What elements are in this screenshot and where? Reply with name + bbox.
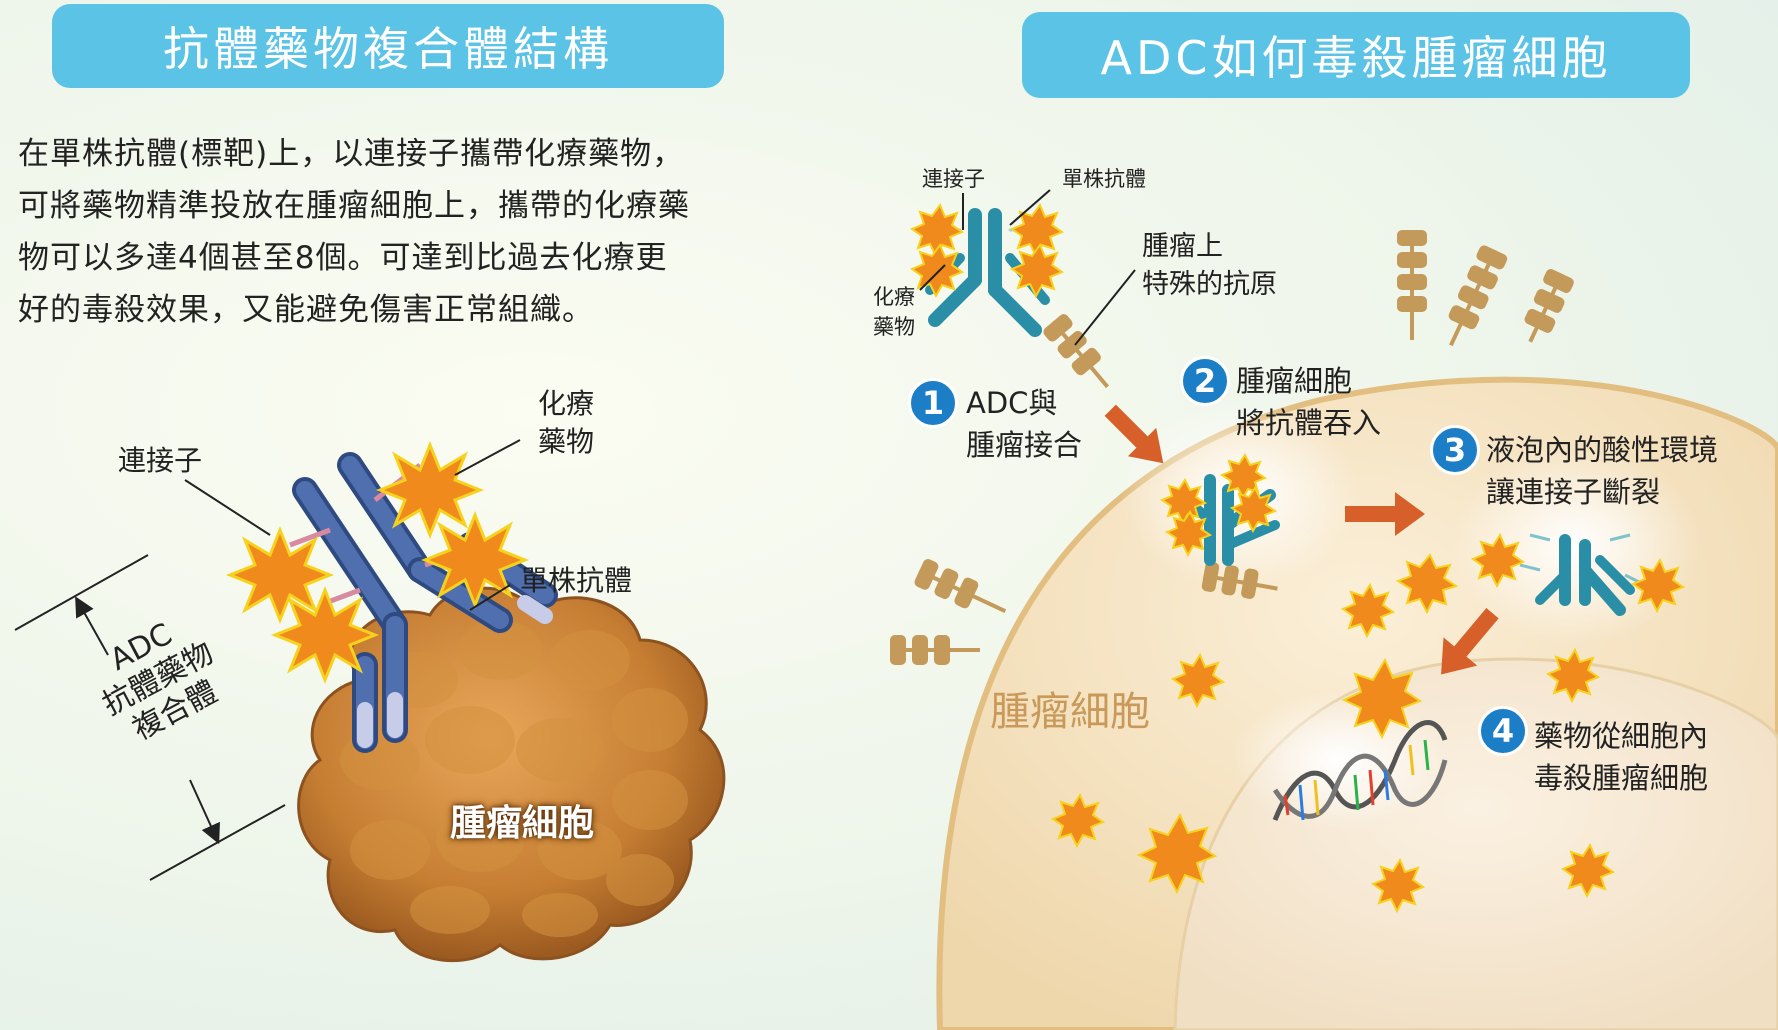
step-text-line: 藥物從細胞內	[1534, 719, 1709, 753]
vesicle-glow-2	[1450, 445, 1700, 645]
step-text-line: 液泡內的酸性環境	[1486, 433, 1719, 467]
step-text-line: ADC與	[966, 386, 1058, 420]
right-label-antigen: 腫瘤上 特殊的抗原	[1142, 228, 1277, 304]
right-label-chemo: 化療 藥物	[873, 282, 915, 342]
left-antibody	[292, 452, 558, 753]
description-line: 在單株抗體(標靶)上，以連接子攜帶化療藥物，	[18, 136, 685, 172]
scattered-drugs	[1050, 532, 1686, 914]
right-label-linker: 連接子	[922, 167, 985, 191]
left-label-chemo: 化療 藥物	[538, 385, 594, 461]
step-1-badge: 1	[908, 378, 958, 428]
chemo-label-line: 化療	[538, 387, 595, 420]
left-panel-title: 抗體藥物複合體結構	[52, 4, 724, 88]
step-text-line: 讓連接子斷裂	[1486, 475, 1661, 509]
step-text-line: 腫瘤細胞	[1236, 364, 1353, 398]
chemo-label-line: 化療	[873, 285, 915, 309]
right-panel-title: ADC如何毒殺腫瘤細胞	[1022, 12, 1690, 98]
step-4-text: 藥物從細胞內 毒殺腫瘤細胞	[1534, 715, 1708, 799]
process-arrows	[1104, 404, 1499, 675]
right-label-tumor: 腫瘤細胞	[990, 689, 1150, 735]
antigen-label-line: 特殊的抗原	[1142, 269, 1277, 300]
antigen-label-line: 腫瘤上	[1142, 231, 1223, 262]
step-3-text: 液泡內的酸性環境 讓連接子斷裂	[1486, 429, 1718, 513]
step-3-badge: 3	[1430, 425, 1480, 475]
chemo-label-line: 藥物	[873, 315, 915, 339]
right-label-antibody: 單株抗體	[1062, 167, 1146, 191]
dna-helix	[1272, 720, 1448, 821]
cleaved-adc	[1535, 534, 1635, 616]
chemo-label-line: 藥物	[538, 425, 595, 458]
left-label-tumor: 腫瘤細胞	[450, 803, 595, 844]
step-text-line: 將抗體吞入	[1236, 406, 1382, 440]
internalized-drugs	[1159, 453, 1278, 558]
step-2-badge: 2	[1180, 356, 1230, 406]
left-chemo-drugs	[225, 440, 530, 685]
right-leader-lines	[919, 189, 1136, 346]
description-line: 好的毒殺效果，又能避免傷害正常組織。	[18, 292, 594, 328]
step-text-line: 毒殺腫瘤細胞	[1534, 761, 1709, 795]
step-text-line: 腫瘤接合	[966, 428, 1083, 462]
left-label-linker: 連接子	[118, 444, 203, 477]
left-description: 在單株抗體(標靶)上，以連接子攜帶化療藥物， 可將藥物精準投放在腫瘤細胞上，攜帶…	[18, 128, 798, 336]
left-leader-lines	[14, 439, 521, 881]
step-2-text: 腫瘤細胞 將抗體吞入	[1236, 360, 1381, 444]
step-4-badge: 4	[1478, 706, 1528, 756]
left-tumor-cell	[297, 586, 726, 963]
description-line: 物可以多達4個甚至8個。可達到比過去化療更	[18, 240, 668, 276]
dna-glow	[1230, 690, 1450, 830]
right-adc-drugs	[909, 202, 1065, 299]
antigens	[890, 230, 1574, 665]
left-label-antibody: 單株抗體	[520, 564, 633, 597]
step-1-text: ADC與 腫瘤接合	[966, 382, 1082, 466]
description-line: 可將藥物精準投放在腫瘤細胞上，攜帶的化療藥	[18, 188, 690, 224]
